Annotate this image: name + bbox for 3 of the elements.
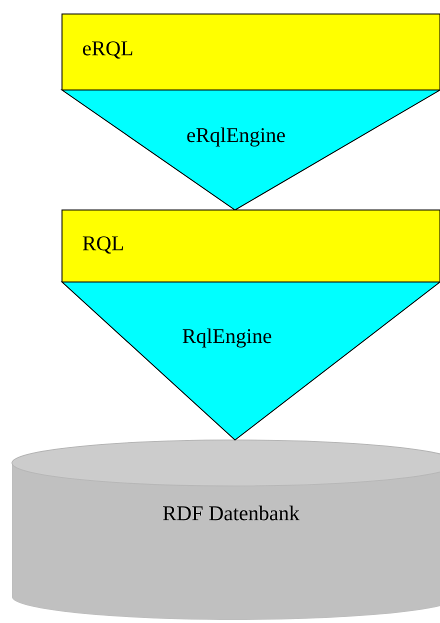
label-bar: RQL <box>62 210 440 282</box>
database-cylinder: RDF Datenbank <box>12 440 440 620</box>
label-bar: eRQL <box>62 14 440 90</box>
